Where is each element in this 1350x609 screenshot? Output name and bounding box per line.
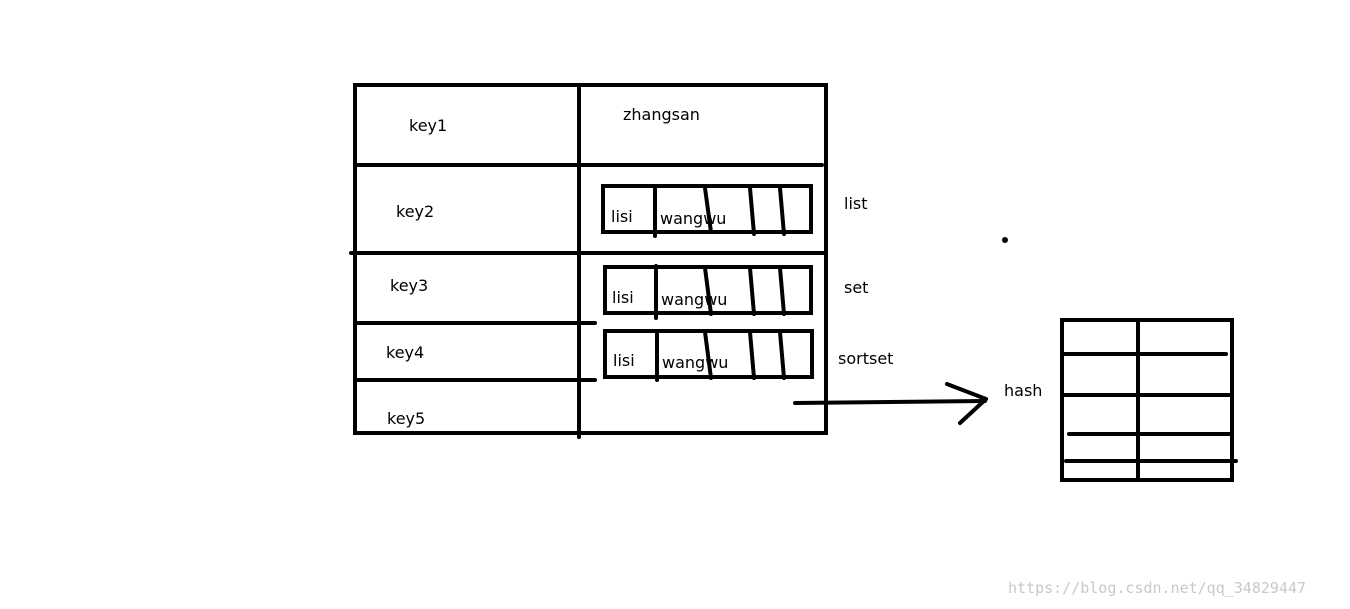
watermark-url: https://blog.csdn.net/qq_34829447	[1008, 579, 1307, 597]
sortset-item-wangwu: wangwu	[662, 353, 729, 372]
list-box	[601, 184, 813, 238]
hash-table	[1060, 318, 1238, 482]
arrow-to-hash	[793, 382, 988, 425]
list-item-lisi: lisi	[611, 207, 633, 226]
key3-label: key3	[390, 276, 429, 295]
type-label-sortset: sortset	[838, 349, 894, 368]
set-box	[603, 264, 813, 320]
main-table-border	[353, 83, 828, 435]
key4-label: key4	[386, 343, 425, 362]
key2-label: key2	[396, 202, 435, 221]
set-item-wangwu: wangwu	[661, 290, 728, 309]
stray-dot	[1002, 237, 1008, 243]
key1-label: key1	[409, 116, 448, 135]
type-label-hash: hash	[1004, 381, 1043, 400]
string-value-label: zhangsan	[623, 105, 700, 124]
key5-label: key5	[387, 409, 426, 428]
type-label-list: list	[844, 194, 868, 213]
type-label-set: set	[844, 278, 869, 297]
set-item-lisi: lisi	[612, 288, 634, 307]
sortset-box	[603, 329, 814, 382]
list-item-wangwu: wangwu	[660, 209, 727, 228]
sortset-item-lisi: lisi	[613, 351, 635, 370]
